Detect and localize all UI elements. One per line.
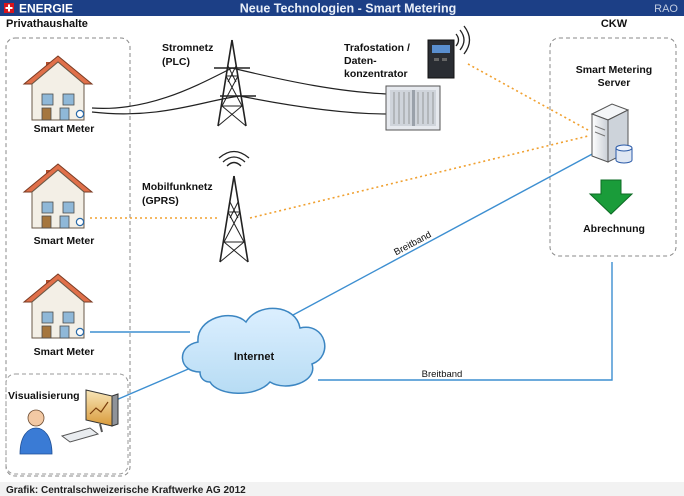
- radio-wave-icon: [218, 150, 250, 167]
- down-arrow-icon: [588, 179, 634, 215]
- substation-label-line2: Daten-: [344, 55, 377, 67]
- power-tower-icon: [217, 39, 247, 127]
- billing-label: Abrechnung: [583, 223, 645, 235]
- internet-label: Internet: [234, 351, 275, 363]
- house-icon-2: [23, 163, 93, 229]
- broadband-label-lower: Breitband: [422, 369, 463, 380]
- house-icon-3: [23, 273, 93, 339]
- server-label-line2: Server: [598, 77, 631, 89]
- footer-credit: Grafik: Centralschweizerische Kraftwerke…: [6, 485, 246, 496]
- database-icon: [615, 144, 633, 164]
- substation-label-line1: Trafostation /: [344, 42, 410, 54]
- monitor-icon: [85, 389, 119, 433]
- households-group-label: Privathaushalte: [6, 18, 88, 30]
- mobile-network-label: Mobilfunknetz: [142, 181, 213, 193]
- header-title: Neue Technologien - Smart Metering: [240, 2, 456, 16]
- person-icon: [19, 409, 53, 455]
- substation-label-line3: konzentrator: [344, 68, 408, 80]
- smart-meter-label-1: Smart Meter: [34, 123, 95, 135]
- footer-bar: [0, 482, 684, 496]
- data-concentrator-icon: [427, 39, 455, 79]
- header-bar: [0, 0, 684, 16]
- server-label-line1: Smart Metering: [576, 64, 652, 76]
- households-group-box: [5, 37, 131, 477]
- visualization-label: Visualisierung: [8, 390, 80, 402]
- keyboard-icon: [60, 427, 100, 443]
- mobile-network-sublabel: (GPRS): [142, 195, 179, 207]
- utility-group-label: CKW: [601, 18, 628, 30]
- mobile-tower-icon: [219, 175, 249, 263]
- visualization-group-box: [5, 373, 129, 475]
- smart-meter-label-2: Smart Meter: [34, 235, 95, 247]
- power-grid-sublabel: (PLC): [162, 56, 190, 68]
- internet-cloud-icon: [181, 307, 326, 394]
- antenna-signal-icon: [455, 25, 471, 55]
- substation-icon: [385, 85, 441, 131]
- smart-meter-label-3: Smart Meter: [34, 346, 95, 358]
- badge-label: ENERGIE: [19, 2, 73, 16]
- broadband-links: [90, 151, 613, 401]
- power-grid-label: Stromnetz: [162, 42, 213, 54]
- corner-tag: RAO: [654, 3, 678, 15]
- broadband-label-upper: Breitband: [392, 229, 433, 258]
- house-icon-1: [23, 55, 93, 121]
- gprs-links: [90, 63, 589, 219]
- power-line-wires: [91, 67, 389, 115]
